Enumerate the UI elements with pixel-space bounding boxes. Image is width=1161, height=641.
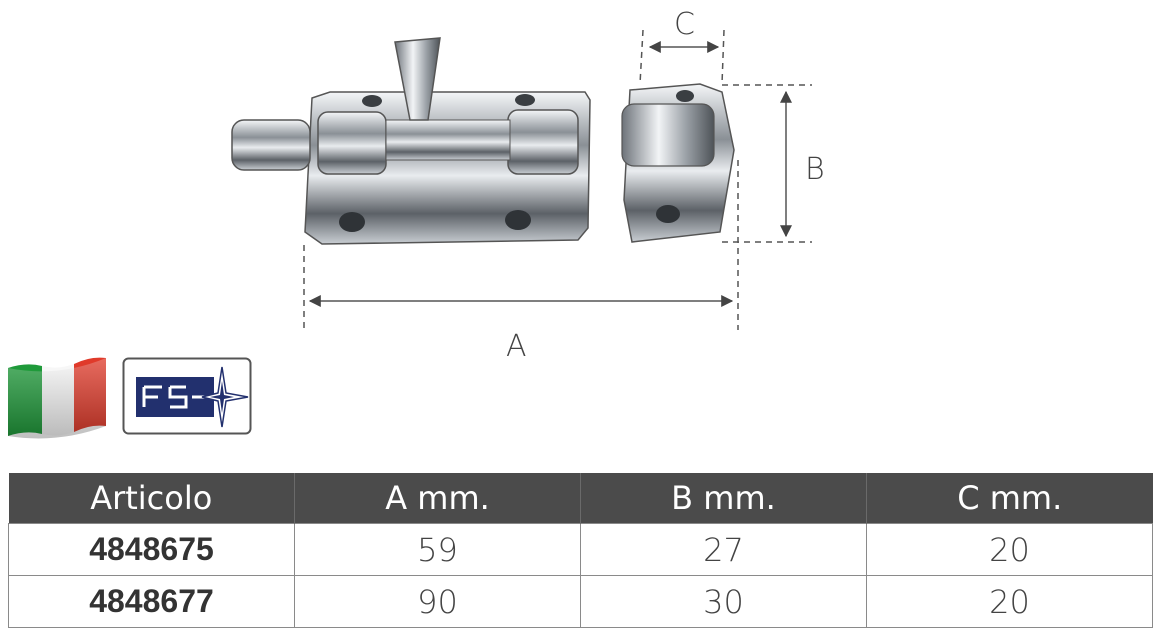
italian-flag-icon xyxy=(8,357,106,439)
header-c-mm: C mm. xyxy=(866,473,1153,524)
table-header-row: Articolo A mm. B mm. C mm. xyxy=(8,473,1153,524)
bolt-body xyxy=(231,37,591,245)
fs-compass-logo-icon xyxy=(122,357,252,435)
article-code: 4848675 xyxy=(8,523,295,576)
table-row: 4848677 90 30 20 xyxy=(8,575,1153,628)
value-c: 20 xyxy=(866,575,1153,628)
value-a: 90 xyxy=(294,575,581,628)
value-b: 30 xyxy=(580,575,867,628)
dimension-label-a: A xyxy=(506,329,527,364)
value-c: 20 xyxy=(866,523,1153,576)
product-technical-drawing: A B C xyxy=(231,7,825,364)
table-row: 4848675 59 27 20 xyxy=(8,523,1153,576)
dimension-label-c: C xyxy=(674,7,695,42)
spec-table: Articolo A mm. B mm. C mm. 4848675 59 27… xyxy=(8,473,1153,628)
header-b-mm: B mm. xyxy=(580,473,867,524)
value-a: 59 xyxy=(294,523,581,576)
header-a-mm: A mm. xyxy=(294,473,581,524)
dimension-lines xyxy=(303,29,812,330)
article-code: 4848677 xyxy=(8,575,295,628)
dimension-label-b: B xyxy=(805,152,825,187)
header-articolo: Articolo xyxy=(8,473,295,524)
value-b: 27 xyxy=(580,523,867,576)
keeper-part xyxy=(621,83,735,243)
